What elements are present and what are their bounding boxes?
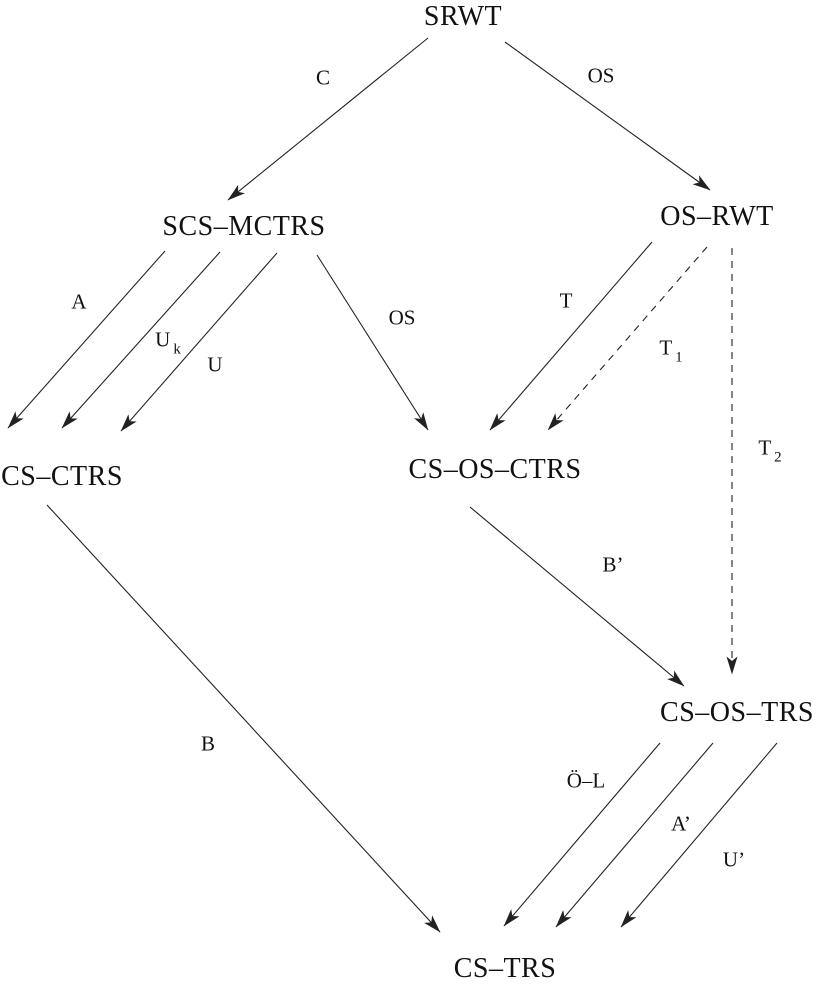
node-os-rwt: OS–RWT bbox=[660, 201, 774, 232]
edge-label-os-to-cs-os-ctrs: OS bbox=[388, 305, 416, 330]
edge-os-to-cs-os-ctrs-arrow bbox=[316, 254, 429, 431]
edge-a-prime-arrow bbox=[555, 742, 714, 928]
edge-c-arrow bbox=[227, 37, 429, 201]
node-cs-os-trs: CS–OS–TRS bbox=[660, 697, 814, 728]
node-cs-ctrs: CS–CTRS bbox=[1, 461, 123, 492]
edge-label-t2-main: T bbox=[758, 435, 772, 460]
edge-label-c: C bbox=[315, 65, 331, 90]
edge-label-t1-main: T bbox=[659, 335, 673, 360]
node-srwt: SRWT bbox=[423, 1, 503, 32]
edge-oe-l-arrow bbox=[503, 742, 661, 927]
edge-t-arrow bbox=[489, 241, 653, 431]
node-cs-os-ctrs: CS–OS–CTRS bbox=[408, 454, 582, 485]
edge-label-b: B bbox=[200, 731, 216, 756]
edge-label-t1-subscript: 1 bbox=[675, 349, 683, 366]
edge-label-a: A bbox=[71, 289, 87, 314]
node-cs-trs: CS–TRS bbox=[453, 953, 557, 984]
edge-label-oe-l: Ö–L bbox=[566, 768, 606, 793]
edge-label-t: T bbox=[559, 288, 573, 313]
edge-u-arrow bbox=[120, 252, 278, 432]
edge-label-u-k-main: U bbox=[155, 327, 171, 352]
edge-label-a-prime: A’ bbox=[671, 811, 691, 836]
edge-uk-arrow bbox=[61, 251, 221, 429]
edge-a-arrow bbox=[7, 250, 166, 429]
edge-label-u-prime: U’ bbox=[722, 847, 746, 872]
edge-label-b-prime: B’ bbox=[602, 552, 624, 577]
node-scs-mctrs: SCS–MCTRS bbox=[162, 211, 326, 242]
edge-label-u-k-subscript: k bbox=[173, 341, 181, 358]
edge-os-to-os-rwt-arrow bbox=[504, 41, 711, 191]
edge-label-t2-subscript: 2 bbox=[774, 449, 782, 466]
edge-t1-dashed-arrow bbox=[547, 246, 708, 431]
edge-b-arrow bbox=[46, 504, 441, 933]
edge-b-prime-arrow bbox=[469, 506, 685, 687]
edge-label-u: U bbox=[207, 352, 223, 377]
edge-label-os-to-os-rwt: OS bbox=[587, 63, 615, 88]
edge-u-prime-arrow bbox=[620, 742, 778, 928]
